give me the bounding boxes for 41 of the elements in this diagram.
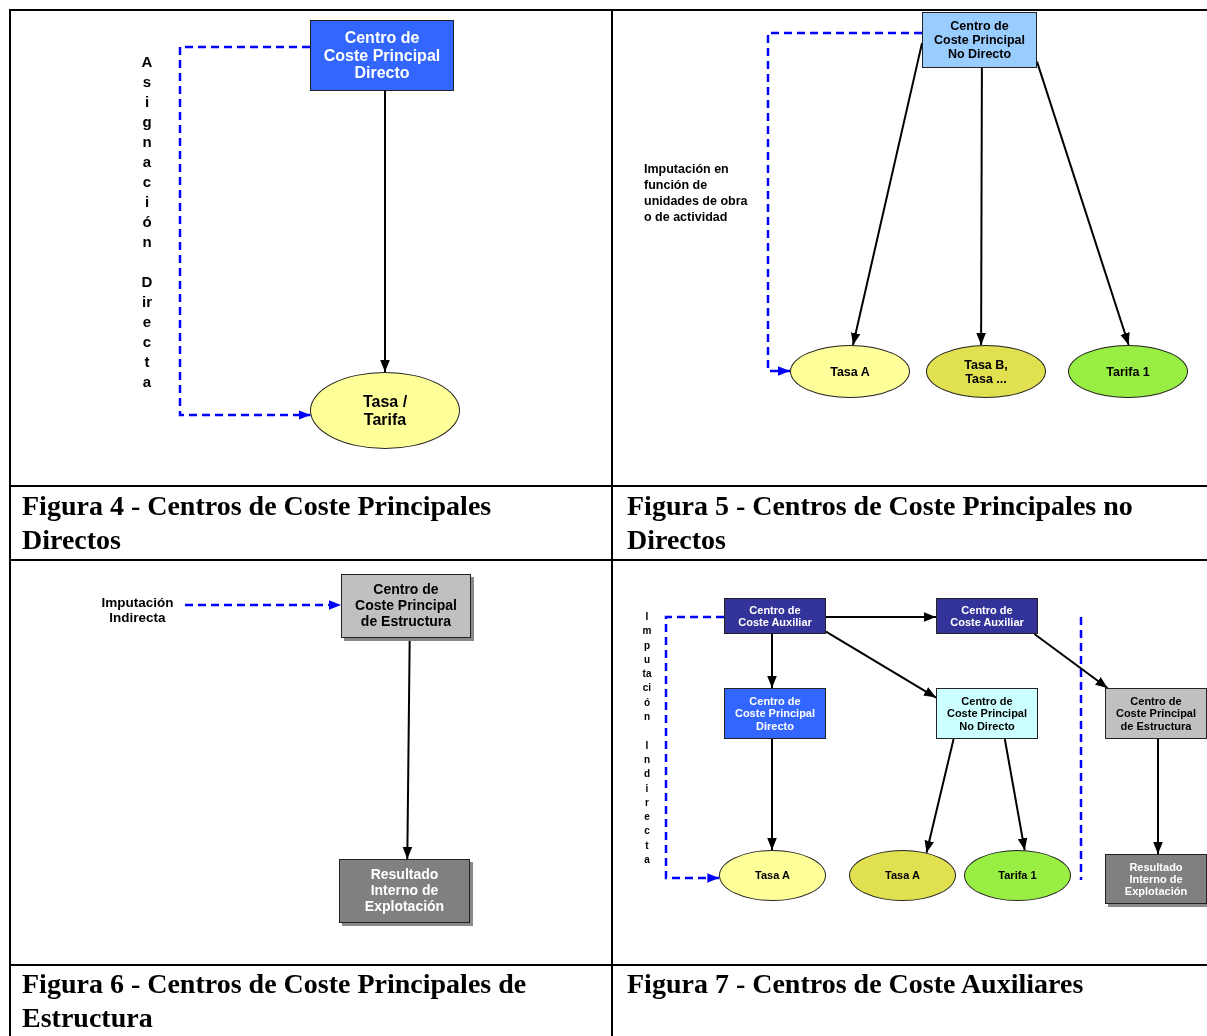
- process-box: Centro de Coste Principal Directo: [310, 20, 454, 91]
- dashed-arrow: [185, 600, 341, 610]
- dashed-arrow: [766, 31, 922, 376]
- arrow: [1033, 633, 1109, 689]
- arrow: [825, 612, 937, 622]
- process-box: Resultado Interno de Explotación: [339, 859, 470, 923]
- rate-ellipse: Tasa A: [849, 850, 956, 901]
- figure-caption: Figura 6 - Centros de Coste Principales de Estructura: [22, 967, 528, 1035]
- arrow: [976, 67, 986, 347]
- dashed-arrow: [664, 615, 724, 883]
- arrow: [1036, 60, 1130, 346]
- process-box: Resultado Interno de Explotación: [1105, 854, 1207, 904]
- rate-ellipse: Tarifa 1: [964, 850, 1071, 901]
- process-box: Centro de Coste Principal de Estructura: [1105, 688, 1207, 739]
- arrow: [767, 633, 777, 689]
- rate-ellipse: Tasa / Tarifa: [310, 372, 460, 449]
- vertical-label: Imputación Indirecta: [641, 610, 653, 868]
- process-box: Centro de Coste Principal Directo: [724, 688, 826, 739]
- arrow: [1153, 738, 1163, 855]
- process-box: Centro de Coste Auxiliar: [724, 598, 826, 634]
- rate-ellipse: Tasa A: [719, 850, 826, 901]
- figure-caption: Figura 4 - Centros de Coste Principales Directos: [22, 489, 493, 557]
- process-box: Centro de Coste Auxiliar: [936, 598, 1038, 634]
- figure-caption: Figura 7 - Centros de Coste Auxiliares: [627, 967, 1085, 1001]
- dashed-arrow: [178, 45, 311, 420]
- figure-caption: Figura 5 - Centros de Coste Principales no Directos: [627, 489, 1134, 557]
- arrow: [380, 90, 390, 373]
- process-box: Centro de Coste Principal No Directo: [922, 12, 1037, 68]
- arrow: [1003, 738, 1028, 852]
- arrow: [767, 738, 777, 851]
- rate-ellipse: Tasa A: [790, 345, 910, 398]
- arrow: [851, 42, 923, 346]
- rate-ellipse: Tarifa 1: [1068, 345, 1188, 398]
- rate-ellipse: Tasa B, Tasa ...: [926, 345, 1046, 398]
- annotation-text: Imputación en función de unidades de obra o de actividad: [644, 161, 749, 225]
- node-label: Imputación Indirecta: [90, 590, 185, 630]
- vertical-label: Asignación Directa: [140, 52, 154, 392]
- arrow: [825, 630, 937, 699]
- process-box: Centro de Coste Principal No Directo: [936, 688, 1038, 739]
- process-box: Centro de Coste Principal de Estructura: [341, 574, 471, 638]
- arrow: [924, 738, 955, 854]
